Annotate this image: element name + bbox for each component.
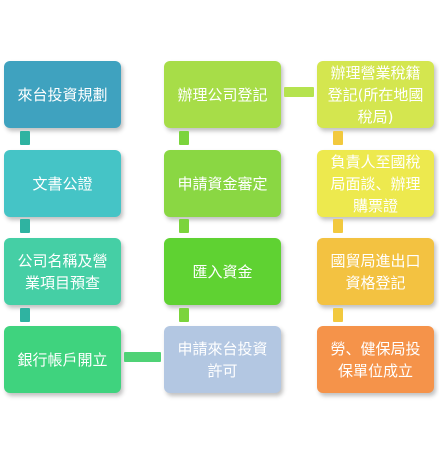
step-document-notarization: 文書公證 bbox=[4, 150, 121, 217]
connector-1-2 bbox=[20, 131, 30, 145]
step-tax-office-interview: 負責人至國稅 局面談、辦理 購票證 bbox=[317, 150, 434, 217]
connector-9-10 bbox=[333, 131, 343, 145]
connector-6-7 bbox=[179, 219, 189, 233]
connector-7-8 bbox=[179, 131, 189, 145]
step-company-name-precheck: 公司名稱及營 業項目預查 bbox=[4, 238, 121, 305]
connector-11-12 bbox=[333, 308, 343, 322]
step-remit-funds: 匯入資金 bbox=[164, 238, 281, 305]
connector-5-6 bbox=[179, 308, 189, 322]
step-business-tax-registration: 辦理營業稅籍 登記(所在地國 稅局) bbox=[317, 61, 434, 128]
connector-10-11 bbox=[333, 219, 343, 233]
step-bank-account-opening: 銀行帳戶開立 bbox=[4, 326, 121, 393]
step-import-export-registration: 國貿局進出口 資格登記 bbox=[317, 238, 434, 305]
step-apply-capital-verification: 申請資金審定 bbox=[164, 150, 281, 217]
connector-4-5 bbox=[124, 352, 161, 362]
step-investment-planning: 來台投資規劃 bbox=[4, 61, 121, 128]
step-company-registration: 辦理公司登記 bbox=[164, 61, 281, 128]
connector-3-4 bbox=[20, 308, 30, 322]
step-labor-health-insurance-unit: 勞、健保局投 保單位成立 bbox=[317, 326, 434, 393]
connector-2-3 bbox=[20, 219, 30, 233]
connector-8-9 bbox=[284, 87, 314, 97]
step-apply-investment-permit: 申請來台投資 許可 bbox=[164, 326, 281, 393]
